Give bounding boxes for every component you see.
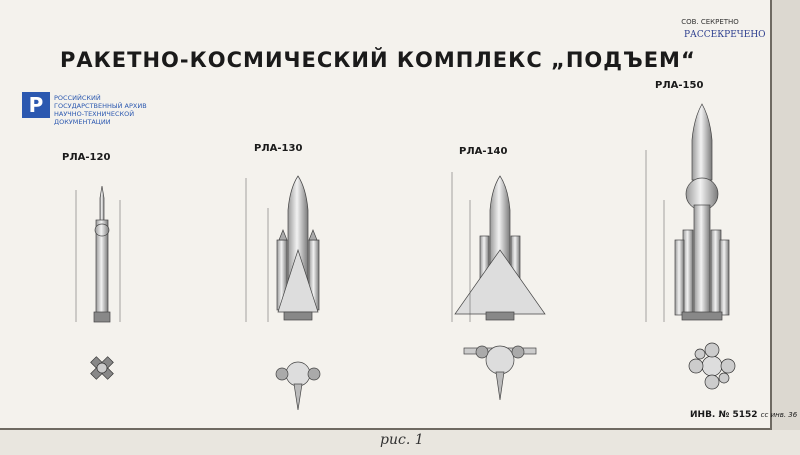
rocket-rla-150 (645, 103, 736, 390)
handwritten-figure-label: рис. 1 (380, 432, 424, 448)
archive-logo: Р (22, 92, 50, 122)
inventory-number: ИНВ. № 5152 сс инв. 36 (690, 410, 797, 420)
rocket-rla-140 (451, 172, 546, 401)
inventory-number-text: ИНВ. № 5152 (690, 410, 758, 420)
scanner-edge (772, 0, 800, 430)
drawing-sheet (0, 0, 772, 430)
classification-label: СОВ. СЕКРЕТНО (681, 18, 739, 26)
rocket-label-rla-140: РЛА-140 (459, 146, 508, 157)
inventory-note: сс инв. 36 (760, 411, 798, 419)
rocket-label-rla-150: РЛА-150 (655, 80, 704, 91)
bottom-margin (0, 430, 800, 455)
archive-line: НАУЧНО-ТЕХНИЧЕСКОЙ (54, 110, 135, 118)
rocket-label-rla-130: РЛА-130 (254, 143, 303, 154)
rocket-drawings (75, 103, 736, 411)
archive-logo-letter: Р (29, 93, 44, 117)
archive-line: ГОСУДАРСТВЕННЫЙ АРХИВ (54, 102, 147, 110)
archive-line: ДОКУМЕНТАЦИИ (54, 118, 111, 126)
declassified-stamp: РАССЕКРЕЧЕНО (684, 30, 766, 40)
archive-name: РОССИЙСКИЙ ГОСУДАРСТВЕННЫЙ АРХИВ НАУЧНО-… (54, 94, 147, 126)
rocket-rla-120 (75, 185, 121, 380)
archive-line: РОССИЙСКИЙ (54, 94, 101, 102)
drawing-title: РАКЕТНО-КОСМИЧЕСКИЙ КОМПЛЕКС „ПОДЪЕМ“ (60, 48, 696, 72)
rocket-rla-130 (245, 175, 321, 411)
rocket-label-rla-120: РЛА-120 (62, 152, 111, 163)
